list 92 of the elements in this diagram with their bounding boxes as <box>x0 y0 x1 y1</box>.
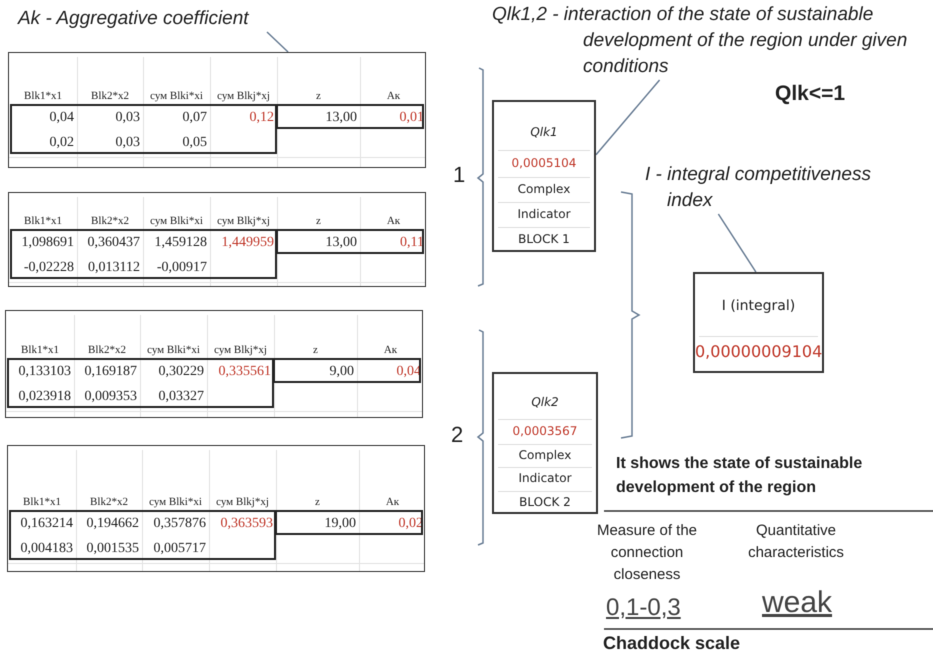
annotation-text: Qlk1,2 - interaction of the state of sustainable development of the region under given conditions <box>492 2 933 80</box>
scale-title: Chaddock scale <box>603 633 740 654</box>
table-cell-text: BLOCK 2 <box>518 494 572 511</box>
value-cell-text: 1,449959 <box>220 234 275 252</box>
column-header: Blk2*x2 <box>87 343 127 358</box>
column-header: z <box>314 495 321 510</box>
value-cell-text: 13,00 <box>324 234 358 252</box>
table-cell-text: Qlk2 <box>530 394 560 411</box>
leader-line <box>718 214 756 272</box>
column-header: z <box>315 89 322 104</box>
annotation-text: I - integral competitiveness index <box>645 162 907 214</box>
value-cell-text: 0,0005104 <box>510 155 578 172</box>
column-header: z <box>315 214 322 229</box>
value-cell-text: 1,098691 <box>20 234 75 252</box>
column-header: сум Blki*xi <box>149 89 204 104</box>
column-header: Blk2*x2 <box>90 89 130 104</box>
column-heading: Quantitative characteristics <box>747 521 845 563</box>
column-header: Blk1*x1 <box>23 214 63 229</box>
group-number: 2 <box>451 422 464 448</box>
value-cell-text: 0,013112 <box>87 258 141 276</box>
value-cell-text: 13,00 <box>324 108 358 126</box>
column-header: сум Blkj*xj <box>216 214 271 229</box>
value-cell-text: 0,023918 <box>18 388 72 406</box>
annotation-text: Ak - Aggregative coefficient <box>18 6 318 32</box>
value-cell-text: 0,169187 <box>84 362 138 380</box>
value-cell-text: -0,02228 <box>22 258 75 276</box>
indicator-table <box>492 372 598 514</box>
group-number: 1 <box>453 162 466 188</box>
indicator-table <box>492 100 596 252</box>
column-header: сум Blkj*xj <box>216 89 271 104</box>
note-text: It shows the state of sustainable development of the region <box>616 454 864 498</box>
value-cell-text: 0,005717 <box>152 540 207 558</box>
column-header: Blk2*x2 <box>90 214 130 229</box>
value-cell-text: 9,00 <box>328 362 355 380</box>
column-header: сум Blki*xi <box>149 214 204 229</box>
value-cell-text: 0,03327 <box>158 388 205 406</box>
value-cell-text: 0,0003567 <box>512 422 578 440</box>
column-header: z <box>312 343 319 358</box>
value-cell-text: 0,163214 <box>20 514 74 532</box>
column-heading: Measure of the connection closeness <box>596 521 698 585</box>
formula-text: Qlk<=1 <box>775 82 846 106</box>
value-cell-text: 0,03 <box>114 134 141 152</box>
value-cell-text: 0,194662 <box>86 514 140 532</box>
value-cell-text: 0,07 <box>182 108 208 126</box>
value-cell-text: 0,360437 <box>86 234 141 252</box>
column-header: Ак <box>386 214 402 229</box>
value-cell-text: 0,12 <box>248 108 275 126</box>
column-header: сум Blkj*xj <box>215 495 270 510</box>
value-cell-text: 0,05 <box>182 134 208 152</box>
column-header: Ак <box>386 89 402 104</box>
leader-line <box>595 80 660 156</box>
table-cell-text: Complex <box>518 447 572 464</box>
value-cell-text: 19,00 <box>324 514 357 532</box>
table-cell-text: Complex <box>516 181 572 198</box>
value-cell-text: 0,357876 <box>152 514 207 532</box>
leader-line <box>266 31 289 53</box>
column-header: Blk1*x1 <box>23 89 63 104</box>
column-header: сум Blki*xi <box>146 343 201 358</box>
value-cell-text: 0,02 <box>48 134 75 152</box>
table-cell-text: I (integral) <box>720 298 796 314</box>
value-cell-text: 0,03 <box>114 108 141 126</box>
value-cell: 0,00000009104 <box>695 342 822 361</box>
value-cell-text: 0,04 <box>48 108 75 126</box>
table-cell-text: Qlk1 <box>529 124 559 141</box>
value-cell-text: 0,001535 <box>86 540 140 558</box>
strength-value: weak <box>762 586 832 620</box>
data-table <box>8 192 426 287</box>
data-table <box>5 310 423 418</box>
data-table <box>7 445 425 572</box>
value-cell-text: 0,11 <box>399 234 425 252</box>
result-table <box>693 272 824 373</box>
column-header: Blk2*x2 <box>89 495 129 510</box>
value-cell-text: 1,459128 <box>154 234 208 252</box>
value-cell-text: -0,00917 <box>156 258 208 276</box>
value-cell-text: 0,133103 <box>18 362 72 380</box>
column-header: сум Blki*xi <box>148 495 203 510</box>
column-header: Blk1*x1 <box>22 495 62 510</box>
column-header: Blk1*x1 <box>20 343 60 358</box>
value-cell-text: 0,009353 <box>84 388 138 406</box>
value-cell-text: 0,30229 <box>158 362 205 380</box>
column-header: Ак <box>384 495 400 510</box>
range-value: 0,1-0,3 <box>606 594 681 622</box>
value-cell-text: 0,004183 <box>20 540 74 558</box>
data-table <box>8 52 426 168</box>
value-cell-text: 0,335561 <box>218 362 272 380</box>
column-header: Ак <box>382 343 398 358</box>
table-cell-text: Indicator <box>516 206 572 223</box>
value-cell-text: 0,363593 <box>220 514 274 532</box>
table-cell-text: Indicator <box>517 470 573 488</box>
table-cell-text: BLOCK 1 <box>517 231 571 248</box>
value-cell-text: 0,01 <box>398 108 425 126</box>
column-header: сум Blkj*xj <box>213 343 268 358</box>
